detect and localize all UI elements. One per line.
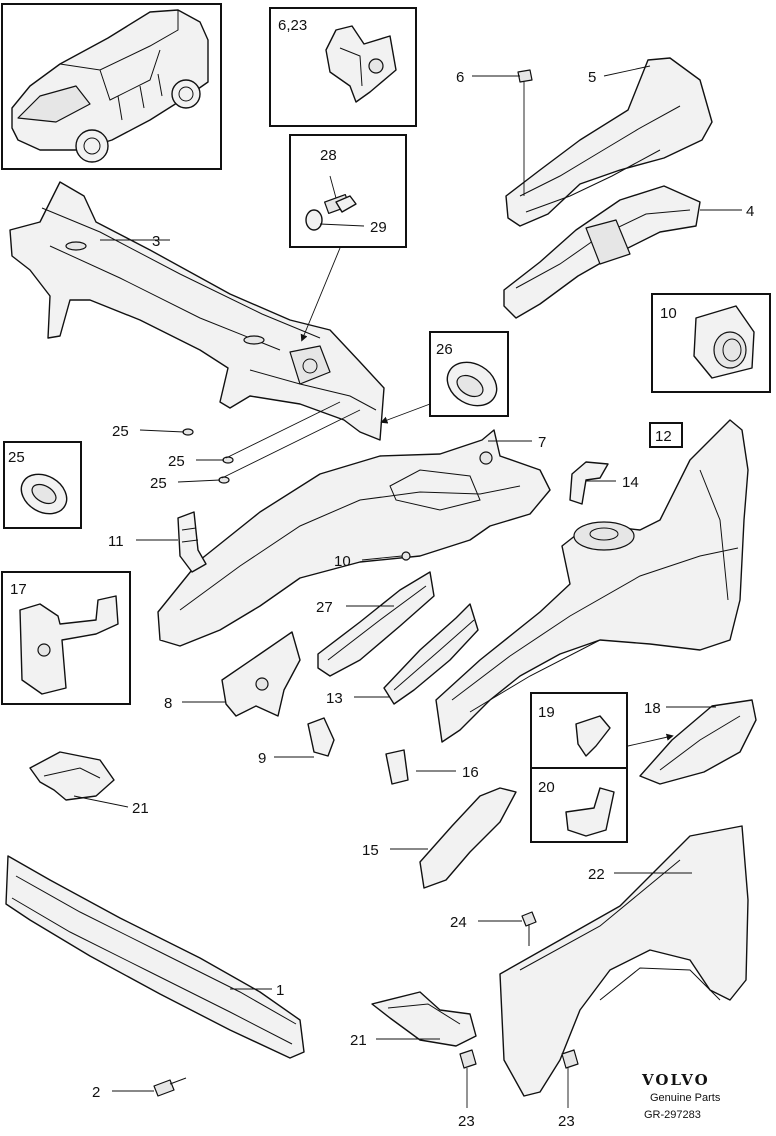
box-part-6-23 bbox=[269, 7, 417, 127]
part-11-bracket bbox=[177, 511, 207, 573]
label-9: 9 bbox=[258, 750, 266, 767]
part-8-bracket bbox=[221, 631, 301, 717]
car-overview-inset bbox=[1, 3, 222, 170]
label-25-box: 25 bbox=[8, 449, 25, 466]
part-7-front-rail bbox=[157, 429, 551, 647]
box-part-25 bbox=[3, 441, 82, 529]
box-part-28-29 bbox=[289, 134, 407, 248]
label-6-23: 6,23 bbox=[278, 17, 307, 34]
part-23-clips bbox=[459, 1049, 579, 1069]
label-13: 13 bbox=[326, 690, 343, 707]
label-16: 16 bbox=[462, 764, 479, 781]
label-5: 5 bbox=[588, 69, 596, 86]
part-4-rail-lower bbox=[503, 185, 701, 319]
brand-logo: VOLVO bbox=[641, 1071, 710, 1089]
leader-lines bbox=[73, 65, 742, 1108]
label-25-b: 25 bbox=[168, 453, 185, 470]
arrow-19-20 bbox=[627, 733, 674, 747]
part-21-bracket-lower bbox=[371, 991, 477, 1047]
part-9-bracket bbox=[307, 717, 335, 757]
label-23-a: 23 bbox=[458, 1113, 475, 1130]
part-14-bracket bbox=[569, 461, 609, 505]
label-6: 6 bbox=[456, 69, 464, 86]
label-29: 29 bbox=[370, 219, 387, 236]
label-10-box: 10 bbox=[660, 305, 677, 322]
label-21-upper: 21 bbox=[132, 800, 149, 817]
part-24-bolt bbox=[521, 911, 537, 946]
label-22: 22 bbox=[588, 866, 605, 883]
label-26: 26 bbox=[436, 341, 453, 358]
label-25-c: 25 bbox=[150, 475, 167, 492]
label-2: 2 bbox=[92, 1084, 100, 1101]
part-15-bracket bbox=[419, 787, 517, 889]
label-17: 17 bbox=[10, 581, 27, 598]
label-25-a: 25 bbox=[112, 423, 129, 440]
label-14: 14 bbox=[622, 474, 639, 491]
part-18-panel bbox=[639, 699, 757, 785]
label-19: 19 bbox=[538, 704, 555, 721]
label-24: 24 bbox=[450, 914, 467, 931]
part-22-fender bbox=[499, 825, 749, 1097]
arrow-28-29 bbox=[300, 247, 341, 342]
part-6-clip bbox=[517, 69, 533, 196]
label-1: 1 bbox=[276, 982, 284, 999]
part-5-rail-upper bbox=[505, 57, 713, 227]
label-23-b: 23 bbox=[558, 1113, 575, 1130]
label-20: 20 bbox=[538, 779, 555, 796]
brand-block: VOLVO Genuine Parts GR-297283 bbox=[641, 1071, 721, 1121]
label-11: 11 bbox=[108, 533, 124, 550]
label-15: 15 bbox=[362, 842, 379, 859]
part-2-bolt bbox=[153, 1077, 187, 1097]
box-part-26 bbox=[429, 331, 509, 417]
box-part-10 bbox=[651, 293, 771, 393]
label-12: 12 bbox=[655, 428, 672, 445]
part-16-plate bbox=[385, 749, 409, 785]
label-27: 27 bbox=[316, 599, 333, 616]
box-part-19-20 bbox=[530, 692, 628, 843]
label-3: 3 bbox=[152, 233, 160, 250]
arrow-26 bbox=[380, 403, 431, 424]
label-28: 28 bbox=[320, 147, 337, 164]
callout-labels: 3 6 5 4 6,23 28 29 10 26 12 25 25 25 25 … bbox=[8, 17, 754, 1130]
label-21-lower: 21 bbox=[350, 1032, 367, 1049]
label-8: 8 bbox=[164, 695, 172, 712]
brand-subtitle: Genuine Parts bbox=[650, 1092, 721, 1104]
diagram-code: GR-297283 bbox=[644, 1109, 701, 1121]
label-10: 10 bbox=[334, 553, 351, 570]
part-3-cross-member bbox=[9, 181, 385, 441]
label-18: 18 bbox=[644, 700, 661, 717]
part-10-nut bbox=[401, 551, 411, 561]
part-21-bracket-upper bbox=[29, 751, 115, 801]
label-7: 7 bbox=[538, 434, 546, 451]
label-4: 4 bbox=[746, 203, 754, 220]
part-12-wheel-house bbox=[435, 419, 749, 743]
part-1-bumper-beam bbox=[5, 855, 305, 1059]
part-13-reinforcement bbox=[383, 603, 479, 705]
box-part-17 bbox=[1, 571, 131, 705]
